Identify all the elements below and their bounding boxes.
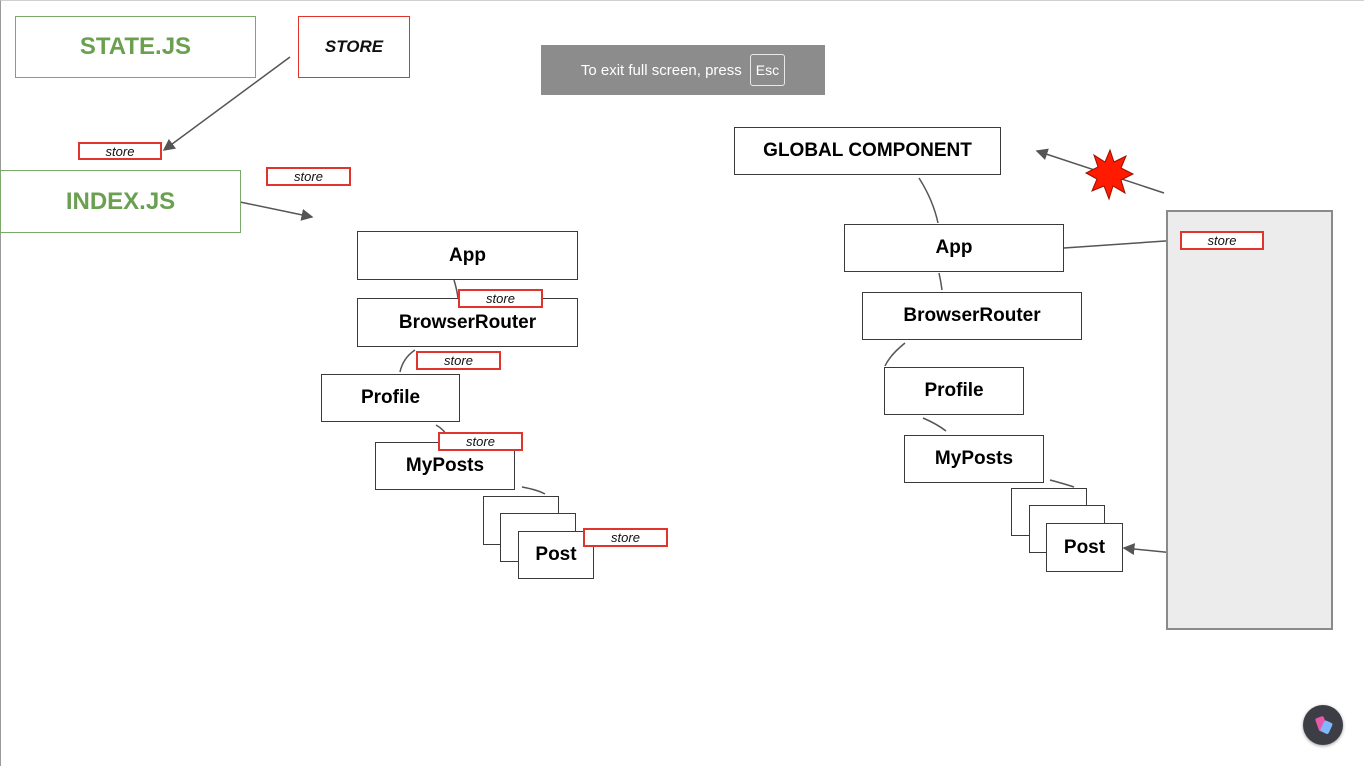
- explosion-icon: [1084, 148, 1135, 201]
- link-global-app: [918, 177, 939, 224]
- store-tag-index: store: [78, 142, 162, 160]
- index-js-box: INDEX.JS: [0, 170, 241, 233]
- fullscreen-notice: To exit full screen, press Esc: [541, 45, 825, 95]
- link-router-profile: [399, 349, 416, 373]
- app-node: App: [357, 231, 578, 280]
- store-tag-floating: store: [266, 167, 351, 186]
- link-profile-myposts-right: [922, 417, 947, 432]
- store-tag-profile: store: [438, 432, 523, 451]
- store-box: STORE: [298, 16, 410, 78]
- post-node: Post: [518, 531, 594, 579]
- store-tag-router: store: [416, 351, 501, 370]
- link-myposts-posts-right: [1049, 479, 1075, 488]
- browser-router-node-right: BrowserRouter: [862, 292, 1082, 340]
- myposts-node-right: MyPosts: [904, 435, 1044, 483]
- link-myposts-posts: [521, 486, 546, 495]
- esc-key: Esc: [749, 54, 786, 86]
- extension-badge-icon[interactable]: [1303, 705, 1343, 745]
- arrow-app-to-store-right: [1063, 234, 1182, 249]
- link-app-router: [453, 279, 459, 299]
- store-panel: [1166, 210, 1333, 630]
- store-tag-app: store: [458, 289, 543, 308]
- arrow-store-to-store-tag: [162, 56, 291, 151]
- fullscreen-notice-text: To exit full screen, press: [580, 61, 742, 79]
- profile-node: Profile: [321, 374, 460, 422]
- arrow-index-to-app: [239, 201, 314, 221]
- store-tag-right: store: [1180, 231, 1264, 250]
- profile-node-right: Profile: [884, 367, 1024, 415]
- link-router-profile-right: [884, 342, 906, 367]
- global-component-node: GLOBAL COMPONENT: [734, 127, 1001, 175]
- store-tag-post: store: [583, 528, 668, 547]
- app-node-right: App: [844, 224, 1064, 272]
- link-app-router-right: [938, 272, 943, 291]
- state-js-box: STATE.JS: [15, 16, 256, 78]
- post-node-right: Post: [1046, 523, 1123, 572]
- extension-badge-glyph: [1315, 716, 1333, 734]
